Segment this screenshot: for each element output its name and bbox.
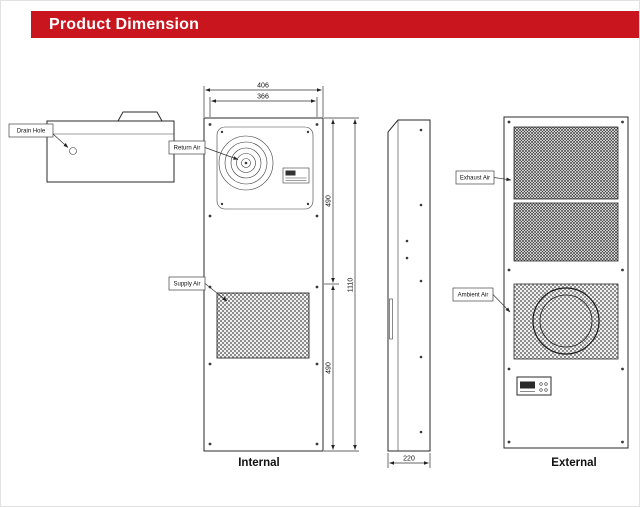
depth-dimension: 220 (387, 453, 431, 468)
external-fan-icon (532, 287, 600, 355)
ambient-air-label: Ambient Air (452, 287, 511, 313)
internal-dimensions: 406 366 490 490 1110 (203, 83, 359, 452)
supply-air-label-text: Supply Air (173, 282, 200, 288)
display-screen (520, 381, 535, 389)
control-panel (516, 376, 552, 396)
side-view: 220 (387, 119, 431, 468)
return-air-panel (216, 126, 314, 210)
panel-button (544, 382, 548, 386)
dim-height-upper: 490 (326, 195, 333, 207)
external-view-title: External (551, 457, 596, 469)
dim-height-lower: 490 (326, 362, 333, 374)
exhaust-air-label: Exhaust Air (455, 170, 512, 185)
internal-view: Return Air Supply Air 406 366 (168, 83, 359, 469)
return-air-leader (204, 147, 239, 160)
exhaust-grille-upper (513, 126, 619, 200)
return-air-label: Return Air (168, 140, 239, 160)
top-view-raised-part (117, 111, 163, 122)
external-cabinet-screws (507, 120, 624, 444)
drain-hole-label: Drain Hole (8, 123, 69, 148)
exhaust-grille-lower (513, 202, 619, 262)
external-view: Exhaust Air Ambient Air External (452, 116, 629, 469)
page-title: Product Dimension (49, 15, 200, 33)
section-header: Product Dimension (31, 11, 639, 38)
handle-slot (389, 298, 393, 340)
dim-height-total: 1110 (348, 278, 355, 293)
ambient-air-leader (492, 294, 511, 313)
exhaust-air-label-text: Exhaust Air (460, 176, 490, 182)
fan-grille-icon (218, 135, 274, 191)
panel-button (539, 388, 543, 392)
drain-hole-leader (52, 133, 69, 148)
side-view-screws (405, 128, 423, 434)
supply-air-label: Supply Air (168, 276, 228, 302)
panel-screws (220, 130, 310, 206)
rating-sticker (282, 167, 310, 184)
dim-width-inner: 366 (257, 94, 269, 101)
top-view-body (46, 120, 175, 183)
supply-air-grille (216, 292, 310, 359)
top-view: Drain Hole (8, 111, 175, 183)
supply-air-leader (204, 283, 228, 302)
dim-depth: 220 (403, 456, 415, 463)
side-view-body (387, 119, 431, 452)
return-air-label-text: Return Air (174, 146, 201, 152)
drain-hole (69, 147, 77, 155)
panel-button (544, 388, 548, 392)
ambient-air-label-text: Ambient Air (458, 293, 489, 299)
internal-cabinet-screws (208, 123, 319, 446)
drain-hole-label-text: Drain Hole (17, 129, 46, 135)
external-cabinet (503, 116, 629, 449)
ambient-air-grille (513, 283, 619, 360)
internal-view-title: Internal (238, 457, 280, 469)
panel-button (539, 382, 543, 386)
exhaust-air-leader (493, 177, 512, 182)
dim-width-outer: 406 (257, 83, 269, 90)
